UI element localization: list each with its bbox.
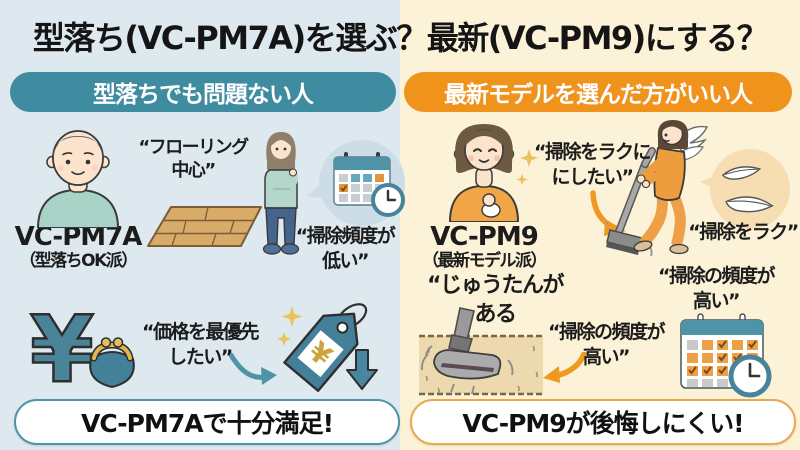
price-down-arrow-icon	[346, 349, 378, 390]
quote-low-frequency: “掃除頻度が 低い”	[295, 225, 396, 272]
wood-floor-illustration	[147, 206, 262, 247]
right-model-tag: （最新モデル派）	[422, 251, 548, 272]
feather-bubble-illustration	[700, 149, 790, 229]
quote-high-frequency-center: “掃除の頻度が 高い”	[548, 321, 666, 368]
feather-icon	[721, 166, 762, 180]
quote-high-frequency-right: “掃除の頻度が 高い”	[658, 265, 776, 312]
left-model-label: VC-PM7A （型落ちOK派）	[8, 222, 148, 272]
vacuuming-woman-illustration	[606, 120, 709, 257]
sparkle-icon	[520, 149, 538, 167]
coin-purse-icon	[89, 337, 135, 389]
calendar-clock-illustration	[680, 313, 772, 398]
quote-cleaning-easy: “掃除をラク”	[688, 221, 799, 243]
clock-icon	[728, 354, 772, 398]
right-model-label: VC-PM9 （最新モデル派）	[410, 222, 558, 272]
thought-bubble-calendar	[306, 140, 405, 226]
price-tag-icon: ¥	[283, 312, 359, 392]
thinking-woman-illustration	[262, 132, 300, 255]
curved-arrow-teal-icon	[228, 352, 277, 385]
vacuum-head-icon	[433, 349, 502, 380]
quote-has-carpet: “じゅうたんが ある	[427, 273, 564, 327]
quote-price-priority: “価格を最優先 したい”	[142, 321, 260, 368]
feather-icon	[725, 196, 774, 213]
page-title: 型落ち(VC-PM7A)を選ぶ？最新(VC-PM9)にする？	[32, 19, 769, 57]
carpet-vacuum-illustration	[419, 307, 543, 396]
woman-illustration	[448, 124, 538, 222]
left-model-name: VC-PM7A	[14, 222, 143, 252]
left-model-tag: （型落ちOK派）	[19, 251, 138, 272]
calendar-icon	[680, 313, 764, 389]
left-conclusion: VC-PM7Aで十分満足!	[14, 399, 400, 445]
right-model-name: VC-PM9	[430, 222, 539, 252]
left-panel-header: 型落ちでも問題ない人	[10, 72, 396, 112]
clock-icon	[371, 183, 405, 217]
sparkle-icon	[281, 306, 303, 327]
sparkle-icon	[516, 174, 528, 185]
sparkle-icon	[277, 332, 291, 346]
right-panel-header: 最新モデルを選んだ方がいい人	[404, 72, 792, 112]
yen-symbol: ¥	[29, 296, 96, 403]
price-tag-illustration: ¥	[277, 303, 378, 392]
right-conclusion: VC-PM9が後悔しにくい!	[410, 399, 796, 445]
curved-arrow-orange-left-icon	[543, 352, 587, 383]
quote-make-cleaning-easy: “掃除をラクに にしたい”	[534, 141, 652, 188]
quote-flooring: “フローリング 中心”	[138, 137, 249, 182]
man-illustration	[36, 130, 120, 228]
